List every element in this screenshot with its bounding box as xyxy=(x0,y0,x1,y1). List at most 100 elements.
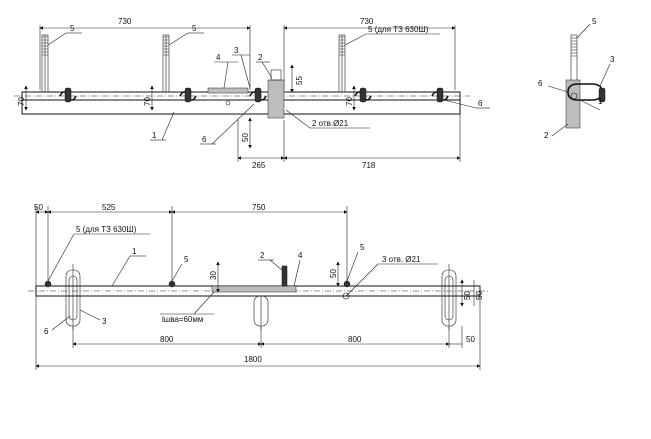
bottom-dim-50-r2-label: 50 xyxy=(475,291,484,300)
top-bar-outline xyxy=(21,91,461,115)
top-dim-70-a-label: 70 xyxy=(17,97,26,106)
bottom-callout-4: 4 xyxy=(298,251,303,260)
bottom-callout-2: 2 xyxy=(260,251,265,260)
bottom-leader-6 xyxy=(51,315,71,331)
bottom-leader-2 xyxy=(269,259,283,271)
callout-4: 4 xyxy=(216,53,221,62)
stud-5b xyxy=(162,34,170,93)
callout-6a: 6 xyxy=(202,135,207,144)
callout-3: 3 xyxy=(234,46,239,55)
callout-5b: 5 xyxy=(192,24,197,33)
top-dim-70-c-label: 70 xyxy=(345,97,354,106)
bottom-dim-800-b-label: 800 xyxy=(348,335,362,344)
callout-5c: 5 (для ТЗ 630Ш) xyxy=(368,25,429,34)
leader-2 xyxy=(261,61,273,79)
leader-5a xyxy=(47,32,67,46)
bottom-callout-5b: 5 xyxy=(360,243,365,252)
bottom-stud-5a xyxy=(168,280,176,288)
bottom-dim-50-right-label: 50 xyxy=(466,335,475,344)
bottom-dim-750-label: 750 xyxy=(252,203,266,212)
bottom-plate-2 xyxy=(281,265,288,287)
plate-2-tab xyxy=(270,69,282,81)
bottom-leader-3 xyxy=(79,309,101,321)
side-leader-6 xyxy=(547,85,569,93)
leader-3 xyxy=(240,54,251,89)
bottom-callout-1: 1 xyxy=(132,247,137,256)
bottom-leader-1 xyxy=(111,255,131,287)
bottom-hole xyxy=(342,292,350,300)
side-leader-5 xyxy=(576,23,591,39)
bottom-dim-50-r1-label: 50 xyxy=(463,291,472,300)
side-leader-1 xyxy=(579,99,601,111)
side-bolt xyxy=(570,92,578,100)
bottom-clamp-right xyxy=(441,264,457,330)
top-dim-50-label: 50 xyxy=(241,133,250,142)
bottom-clamp-left xyxy=(65,264,81,330)
plate-2 xyxy=(267,79,285,119)
side-callout-6: 6 xyxy=(538,79,543,88)
clamp-5 xyxy=(431,87,449,103)
callout-1: 1 xyxy=(152,131,157,140)
side-callout-3: 3 xyxy=(610,55,615,64)
bottom-clamp-middle xyxy=(253,295,269,330)
leader-6a xyxy=(211,103,255,145)
side-callout-5: 5 xyxy=(592,17,597,26)
bottom-weld-label: lшва=60мм xyxy=(162,315,203,324)
clamp-4 xyxy=(354,87,372,103)
bottom-view: 50 525 750 5 (для ТЗ 630Ш) xyxy=(28,203,490,370)
callout-2: 2 xyxy=(258,53,263,62)
side-leader-3 xyxy=(599,63,611,87)
bottom-leader-5b xyxy=(346,251,359,282)
bottom-leader-weld xyxy=(193,291,215,315)
top-dim-55-label: 55 xyxy=(295,76,304,85)
bottom-callout-5-label: 5 (для ТЗ 630Ш) xyxy=(76,225,137,234)
callout-5a: 5 xyxy=(70,24,75,33)
top-dim-718-label: 718 xyxy=(362,161,376,170)
bottom-leader-5-label xyxy=(47,233,75,282)
top-dim-730-left-label: 730 xyxy=(118,17,132,26)
bottom-holes-label: 3 отв. Ø21 xyxy=(382,255,421,264)
clamp-2 xyxy=(179,87,197,103)
bottom-dim-30-label: 30 xyxy=(209,271,218,280)
leader-6b xyxy=(443,99,477,109)
side-nut xyxy=(598,87,606,103)
side-leader-2 xyxy=(551,123,569,137)
bottom-callout-3: 3 xyxy=(102,317,107,326)
bottom-callout-6: 6 xyxy=(44,327,49,336)
leader-5b xyxy=(168,32,189,46)
top-dim-70-b-label: 70 xyxy=(143,97,152,106)
clamp-1 xyxy=(59,87,77,103)
bottom-dim-525-label: 525 xyxy=(102,203,116,212)
leader-4 xyxy=(223,61,229,89)
top-dim-265-label: 265 xyxy=(252,161,266,170)
leader-1 xyxy=(161,111,175,141)
top-view: 730 730 xyxy=(14,17,490,170)
weld-strip-4 xyxy=(207,87,249,94)
leader-5c xyxy=(344,33,367,46)
bottom-callout-5a: 5 xyxy=(184,255,189,264)
bottom-stud-5-left xyxy=(44,280,52,288)
side-stud xyxy=(570,34,578,86)
top-holes-label: 2 отв.Ø21 xyxy=(312,119,349,128)
bottom-leader-holes xyxy=(345,263,379,297)
stud-5c xyxy=(338,34,346,93)
side-view: 5 6 3 1 2 xyxy=(538,17,615,140)
callout-6b: 6 xyxy=(478,99,483,108)
bottom-dim-50-mid-label: 50 xyxy=(329,269,338,278)
bottom-stud-5b xyxy=(343,280,351,288)
bottom-dim-50-left-label: 50 xyxy=(34,203,43,212)
bottom-dim-800-a-label: 800 xyxy=(160,335,174,344)
side-bar xyxy=(565,79,581,129)
side-callout-1: 1 xyxy=(598,97,603,106)
bottom-weld-strip xyxy=(211,285,297,293)
bottom-leader-5a xyxy=(171,263,183,282)
bottom-dim-1800-label: 1800 xyxy=(244,355,262,364)
leader-holes xyxy=(285,109,311,129)
clamp-3 xyxy=(249,87,267,103)
stud-5a xyxy=(41,34,49,93)
top-dim-730-right-label: 730 xyxy=(360,17,374,26)
side-callout-2: 2 xyxy=(544,131,549,140)
top-small-hole xyxy=(225,100,231,106)
bottom-leader-4 xyxy=(293,259,301,287)
